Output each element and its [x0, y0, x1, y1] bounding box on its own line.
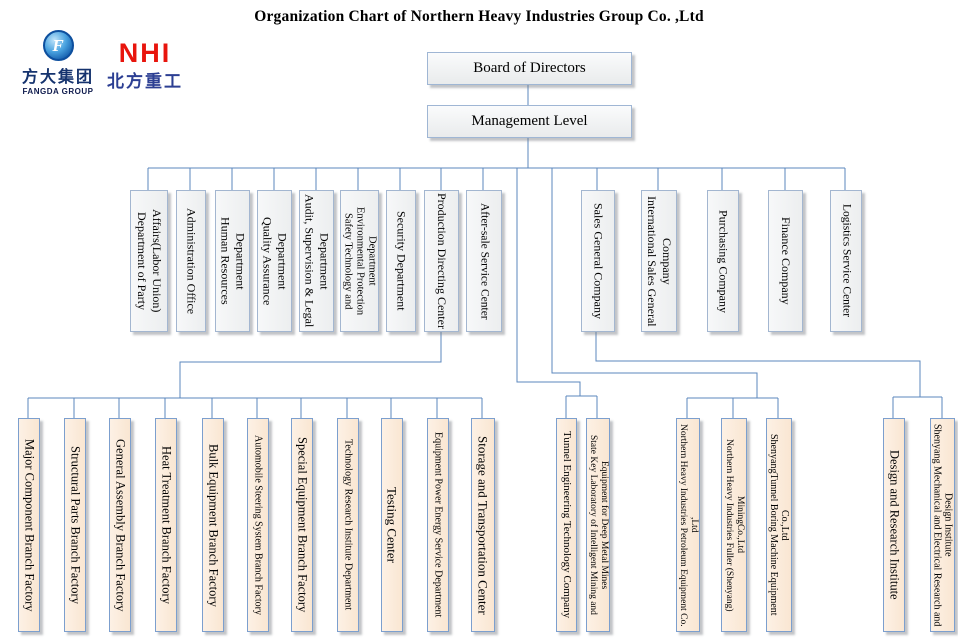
factory-node: Special Equipment Branch Factory	[291, 418, 313, 632]
department-node: After-sale Service Center	[466, 190, 502, 332]
fangda-logo-en: FANGDA GROUP	[22, 87, 94, 96]
factory-node: Storage and Transportation Center	[471, 418, 495, 632]
node-label: Quality Assurance Department	[260, 216, 290, 306]
factory-node: Heat Treatment Branch Factory	[155, 418, 177, 632]
subsidiary-node: Northern Heavy Industries Fuller (Shenya…	[721, 418, 747, 632]
factory-node: Bulk Equipment Branch Factory	[202, 418, 224, 632]
department-node: Administration Office	[176, 190, 206, 332]
fangda-globe-icon: F	[42, 30, 74, 61]
node-label: Logistics Service Center	[840, 204, 853, 318]
node-label: Production Directing Center	[435, 193, 449, 329]
subsidiary-node: Northern Heavy Industries Petroleum Equi…	[676, 418, 700, 632]
factory-node: General Assembly Branch Factory	[109, 418, 131, 632]
node-label: Northern Heavy Industries Fuller (Shenya…	[724, 438, 745, 612]
node-label: Major Component Branch Factory	[22, 438, 37, 612]
node-label: Automobile Steering System Branch Factor…	[252, 435, 264, 615]
node-label: Administration Office	[184, 207, 199, 315]
node-label: Structural Parts Branch Factory	[68, 446, 83, 604]
department-node: Logistics Service Center	[830, 190, 862, 332]
node-label: Special Equipment Branch Factory	[295, 437, 310, 613]
node-label: Technology Research Institute Department	[342, 439, 354, 611]
node-label: International Sales General Company	[645, 195, 674, 327]
fangda-logo: F 方大集团 FANGDA GROUP	[18, 30, 98, 96]
subsidiary-node: ShenyangTunnel Boring Machine Equipment …	[766, 418, 792, 632]
department-node: Quality Assurance Department	[257, 190, 292, 332]
factory-node: Structural Parts Branch Factory	[64, 418, 86, 632]
connector-research-group	[595, 330, 943, 418]
node-label: Design and Research Institute	[887, 450, 902, 600]
node-label: Safety Technology and Environmental Prot…	[342, 206, 378, 316]
nhi-logo: NHI 北方重工	[102, 40, 188, 92]
node-label: Board of Directors	[473, 60, 586, 76]
factory-node: Major Component Branch Factory	[18, 418, 40, 632]
node-label: Sales General Company	[591, 203, 606, 319]
connector-factories-group	[27, 330, 483, 418]
factory-node: Equipment Power Energy Service Departmen…	[427, 418, 449, 632]
department-node: Audit, Supervision & Legal Department	[299, 190, 334, 332]
department-node: Purchasing Company	[707, 190, 739, 332]
node-label: Human Resources Department	[218, 217, 248, 305]
department-node: International Sales General Company	[641, 190, 677, 332]
node-label: State Key Laboratory of Intelligent Mini…	[588, 435, 609, 615]
node-label: Finance Company	[779, 217, 793, 305]
department-node: Department of Party Affairs(Labor Union)	[130, 190, 168, 332]
node-label: General Assembly Branch Factory	[113, 438, 128, 612]
node-label: Management Level	[471, 113, 588, 129]
nhi-logo-abbr: NHI	[118, 38, 172, 68]
factory-node: Technology Research Institute Department	[337, 418, 359, 632]
node-label: Heat Treatment Branch Factory	[159, 446, 174, 604]
node-label: Equipment Power Energy Service Departmen…	[432, 432, 444, 618]
subsidiary-node: Design and Research Institute	[883, 418, 905, 632]
connector-tunnel-group	[516, 168, 598, 418]
department-node: Security Department	[386, 190, 416, 332]
node-label: Northern Heavy Industries Petroleum Equi…	[678, 423, 699, 627]
node-management-level: Management Level	[427, 105, 632, 138]
node-label: After-sale Service Center	[478, 202, 491, 320]
connector-mining-group	[551, 168, 779, 418]
subsidiary-node: Shenyang Mechanical and Electrical Resea…	[930, 418, 955, 632]
node-label: Testing Center	[384, 487, 400, 563]
department-node: Sales General Company	[581, 190, 615, 332]
connector-department-drops	[147, 168, 846, 190]
node-label: Shenyang Mechanical and Electrical Resea…	[931, 423, 954, 627]
department-node: Human Resources Department	[215, 190, 250, 332]
connector-trunk	[148, 84, 845, 169]
node-label: Audit, Supervision & Legal Department	[302, 194, 332, 328]
nhi-logo-cn: 北方重工	[107, 72, 183, 91]
factory-node: Testing Center	[381, 418, 403, 632]
node-label: ShenyangTunnel Boring Machine Equipment …	[768, 434, 790, 616]
fangda-logo-cn: 方大集团	[21, 69, 94, 86]
node-label: Security Department	[394, 211, 409, 311]
node-label: Purchasing Company	[716, 209, 731, 313]
department-node: Production Directing Center	[424, 190, 459, 332]
department-node: Safety Technology and Environmental Prot…	[340, 190, 379, 332]
department-node: Finance Company	[768, 190, 803, 332]
node-board-of-directors: Board of Directors	[427, 52, 632, 85]
subsidiary-node: Tunnel Engineering Technology Company	[556, 418, 577, 632]
node-label: Tunnel Engineering Technology Company	[561, 431, 573, 619]
subsidiary-node: State Key Laboratory of Intelligent Mini…	[586, 418, 610, 632]
node-label: Storage and Transportation Center	[475, 435, 491, 615]
chart-title: Organization Chart of Northern Heavy Ind…	[254, 8, 704, 25]
factory-node: Automobile Steering System Branch Factor…	[247, 418, 269, 632]
node-label: Department of Party Affairs(Labor Union)	[135, 209, 164, 313]
node-label: Bulk Equipment Branch Factory	[206, 443, 221, 607]
